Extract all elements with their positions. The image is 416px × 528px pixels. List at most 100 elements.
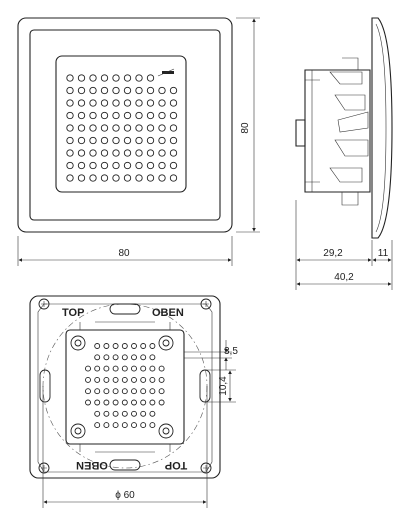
grille-hole: [77, 124, 86, 132]
grille-hole: [131, 422, 137, 429]
grille-hole: [112, 86, 120, 95]
grille-hole: [100, 124, 109, 132]
grille-hole: [121, 388, 128, 395]
grille-hole: [135, 174, 143, 182]
grille-hole: [66, 174, 74, 182]
grille-hole: [112, 161, 120, 170]
grille-hole: [149, 354, 156, 361]
grille-hole: [146, 174, 155, 182]
grille-hole: [94, 376, 101, 383]
module-screw-top-right: [158, 335, 174, 351]
back-bottom-label-left: OBEN: [76, 459, 108, 471]
grille-hole: [131, 354, 137, 361]
grille-hole: [66, 149, 74, 157]
speaker-cover: [55, 55, 187, 193]
grille-hole: [121, 365, 128, 372]
grille-hole: [66, 86, 74, 95]
grille-hole: [158, 111, 166, 120]
grille-hole: [100, 161, 109, 170]
grille-hole: [149, 399, 156, 406]
grille-hole: [121, 422, 128, 429]
grille-hole: [94, 388, 101, 395]
grille-hole: [158, 161, 166, 170]
slot-top: [109, 303, 141, 315]
grille-hole: [89, 86, 97, 95]
grille-hole: [140, 422, 147, 429]
grille-hole: [158, 149, 166, 157]
grille-hole: [123, 149, 132, 157]
grille-hole: [112, 343, 119, 349]
grille-hole: [94, 399, 101, 406]
grille-hole: [149, 410, 156, 417]
grille-hole: [131, 376, 137, 383]
grille-hole: [146, 99, 155, 107]
grille-hole: [169, 136, 178, 145]
grille-hole: [131, 410, 137, 417]
corner-screw-bottom-left: [38, 462, 50, 474]
front-height-label: 80: [240, 122, 251, 134]
grille-hole: [169, 174, 178, 182]
side-view: 29,2 11 40,2: [295, 17, 393, 290]
grille-hole: [103, 388, 110, 395]
grille-hole: [169, 124, 178, 132]
grille-hole: [169, 111, 178, 120]
grille-hole: [146, 124, 155, 132]
grille-hole: [103, 343, 110, 349]
grille-hole: [85, 376, 91, 383]
grille-hole: [112, 376, 119, 383]
grille-hole: [77, 74, 86, 82]
grille-hole: [100, 174, 109, 182]
back-diameter-label: ϕ 60: [115, 490, 135, 501]
grille-hole: [100, 86, 109, 95]
grille-hole: [158, 124, 166, 132]
grille-hole: [66, 161, 74, 170]
grille-hole: [123, 136, 132, 145]
corner-screw-bottom-right: [200, 462, 212, 474]
grille-hole: [103, 354, 110, 361]
grille-hole: [66, 111, 74, 120]
back-mounting-frame: [29, 295, 221, 479]
grille-hole: [103, 365, 110, 372]
grille-hole: [140, 410, 147, 417]
grille-hole: [158, 86, 166, 95]
grille-hole: [146, 74, 155, 82]
slot-left: [39, 369, 51, 403]
back-module: [65, 329, 185, 445]
grille-hole: [112, 410, 119, 417]
grille-hole: [94, 365, 101, 372]
grille-hole: [89, 124, 97, 132]
grille-hole: [158, 376, 165, 383]
grille-hole: [112, 111, 120, 120]
grille-hole: [140, 376, 147, 383]
grille-hole: [112, 149, 120, 157]
grille-hole: [158, 399, 165, 406]
grille-hole: [135, 74, 143, 82]
front-led-bar: [157, 68, 175, 77]
grille-hole: [77, 174, 86, 182]
grille-hole: [149, 388, 156, 395]
grille-hole: [158, 99, 166, 107]
grille-hole: [112, 354, 119, 361]
grille-hole: [94, 410, 101, 417]
grille-hole: [112, 388, 119, 395]
grille-hole: [158, 174, 166, 182]
grille-hole: [158, 388, 165, 395]
grille-hole: [112, 399, 119, 406]
back-top-label-right: OBEN: [152, 307, 184, 319]
grille-hole: [140, 365, 147, 372]
grille-hole: [66, 136, 74, 145]
grille-hole: [121, 410, 128, 417]
corner-screw-top-left: [38, 298, 50, 310]
grille-hole: [158, 136, 166, 145]
grille-hole: [140, 399, 147, 406]
grille-hole: [135, 124, 143, 132]
back-top-label-left: TOP: [62, 307, 84, 319]
grille-hole: [85, 399, 91, 406]
grille-hole: [121, 376, 128, 383]
grille-hole: [131, 399, 137, 406]
grille-hole: [89, 74, 97, 82]
grille-hole: [89, 174, 97, 182]
back-speaker-grille: [85, 343, 165, 429]
side-depth-label: 29,2: [323, 248, 343, 259]
